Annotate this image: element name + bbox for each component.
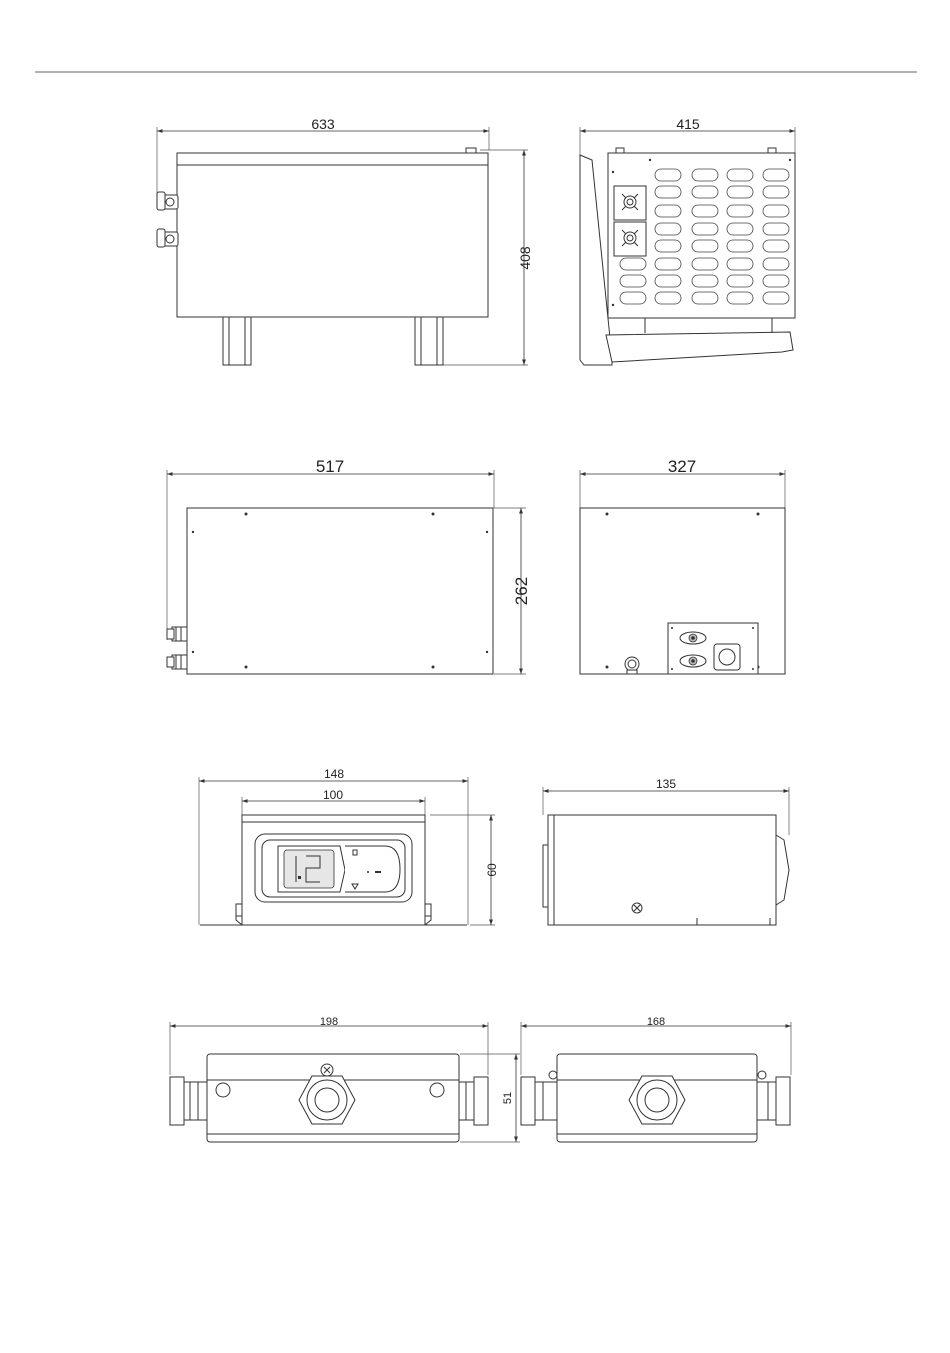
grille-slot	[692, 223, 718, 235]
valve-cross-lower	[622, 230, 638, 246]
dim-depth-327: 327	[668, 457, 696, 476]
cable-gland-left	[521, 1077, 557, 1125]
cable-gland-left	[170, 1077, 207, 1125]
grille-slot	[727, 240, 753, 252]
cable-gland-right	[459, 1077, 488, 1125]
dim-length-168: 168	[647, 1016, 665, 1028]
valve-cross-upper	[622, 194, 638, 210]
grille-slot	[763, 275, 789, 287]
grille-slot	[763, 292, 789, 304]
grille-slot	[763, 205, 789, 217]
dim-depth-135: 135	[656, 777, 676, 791]
grille-slot	[727, 169, 753, 181]
grille-slot	[655, 205, 681, 217]
grille-slot	[655, 292, 681, 304]
fitting-upper	[167, 627, 187, 641]
dim-height-408: 408	[517, 246, 533, 270]
grille-slot	[620, 292, 646, 304]
drain-fitting	[625, 657, 639, 674]
grille-slot	[727, 292, 753, 304]
dim-height-262: 262	[512, 577, 531, 605]
grille-slot	[655, 275, 681, 287]
service-valve-lower	[157, 229, 178, 247]
dim-depth-415: 415	[676, 116, 700, 132]
junction-box-front-view: 198 51	[170, 1016, 520, 1142]
grille-slot	[692, 292, 718, 304]
grille-slot	[655, 223, 681, 235]
controller-side-view: 135	[543, 777, 789, 925]
grille-slot	[620, 258, 646, 270]
dim-width-633: 633	[311, 116, 335, 132]
grille-slot	[655, 258, 681, 270]
top-screw	[321, 1064, 333, 1076]
grille-slot	[692, 240, 718, 252]
grille-slot	[692, 186, 718, 198]
grille-slot	[727, 223, 753, 235]
controller-front-view: 148 100 60	[199, 767, 499, 925]
grille-slot	[763, 186, 789, 198]
grille-slot	[692, 258, 718, 270]
junction-box-side-view: 168	[521, 1016, 791, 1142]
grille-slot	[692, 169, 718, 181]
cable-gland-right	[757, 1077, 790, 1125]
dim-overall-width-148: 148	[324, 767, 344, 781]
dim-length-198: 198	[320, 1016, 338, 1028]
grille-slot	[620, 275, 646, 287]
grille-slot	[727, 205, 753, 217]
evaporator-unit-side-view: 327	[580, 457, 785, 674]
screw-head	[632, 903, 642, 913]
grille-slot	[655, 169, 681, 181]
condensing-unit-side-view: 415	[580, 116, 795, 365]
grille-slot	[692, 275, 718, 287]
fitting-lower	[167, 655, 187, 669]
grille-slot	[727, 186, 753, 198]
grille-slot	[763, 258, 789, 270]
grille-slot	[763, 169, 789, 181]
grille-slot	[692, 205, 718, 217]
grille-slot	[655, 240, 681, 252]
evaporator-unit-front-view: 517 262	[167, 457, 531, 674]
dim-width-517: 517	[316, 457, 344, 476]
dim-height-51: 51	[502, 1092, 514, 1104]
grille-slot	[727, 258, 753, 270]
grille-slot	[655, 186, 681, 198]
panel-valve-upper	[680, 632, 706, 644]
service-valve-upper	[157, 192, 178, 210]
dim-front-width-100: 100	[323, 788, 343, 802]
panel-valve-lower	[680, 655, 706, 667]
dim-height-60: 60	[485, 863, 499, 877]
grille-slot	[763, 240, 789, 252]
condensing-unit-front-view: 633 408	[157, 116, 533, 365]
grille-slot	[763, 223, 789, 235]
grille-slot	[727, 275, 753, 287]
